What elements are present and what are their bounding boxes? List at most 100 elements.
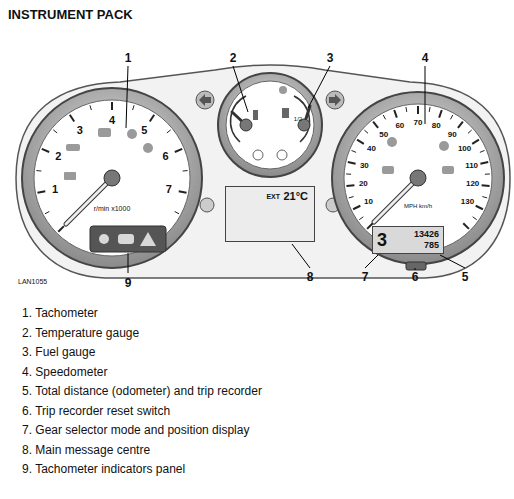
- message-centre: EXT21°C: [225, 186, 315, 242]
- legend-item: 9. Tachometer indicators panel: [22, 463, 185, 475]
- trip-reset-switch: [406, 262, 426, 270]
- legend-item: 6. Trip recorder reset switch: [22, 405, 170, 417]
- tick-mark: [485, 173, 490, 174]
- speedometer-dial: 102030405060708090100110120130MPH km/h31…: [332, 92, 504, 264]
- tick-mark: [480, 150, 485, 152]
- scale-number: 110: [465, 162, 478, 170]
- needle-hub: [410, 170, 426, 186]
- tick-mark: [179, 191, 187, 193]
- scale-number: 90: [448, 131, 457, 139]
- scale-number: 30: [360, 162, 369, 170]
- warning-icon: [279, 86, 287, 94]
- scale-number: 80: [432, 122, 441, 130]
- scale-number: 7: [166, 184, 172, 195]
- tick-mark: [36, 170, 41, 171]
- callout-number: 6: [412, 271, 419, 283]
- unit-label: MPH km/h: [404, 203, 432, 209]
- scale-number: 4: [109, 115, 115, 126]
- arrow-symbol: [329, 94, 341, 106]
- tachometer-dial: 1234567r/min x1000: [22, 88, 202, 268]
- temperature-symbol: [253, 110, 258, 120]
- leader-lines: [126, 66, 465, 273]
- turn-indicator: [326, 91, 344, 109]
- tick-mark: [417, 106, 419, 114]
- legend-item: 1. Tachometer: [22, 307, 98, 319]
- tick-mark: [175, 211, 179, 213]
- scale-number: 3: [77, 124, 83, 135]
- needle-hub: [104, 170, 120, 186]
- tick-mark: [480, 162, 488, 164]
- tick-mark: [167, 130, 171, 133]
- centre-gauge-dial: 1/2: [218, 73, 322, 177]
- callout-number: 5: [462, 271, 469, 283]
- callout-number: 4: [422, 52, 429, 64]
- scale-number: 2: [55, 150, 61, 161]
- callout-number: 3: [327, 52, 334, 64]
- tick-mark: [482, 197, 487, 198]
- tick-mark: [476, 206, 483, 209]
- fuel-scale: [294, 96, 309, 142]
- control-button: [200, 198, 214, 212]
- scale-number: 10: [364, 198, 373, 206]
- instrument-housing: [16, 65, 510, 278]
- tick-mark: [58, 226, 64, 232]
- scale-number: 70: [414, 119, 423, 127]
- scale-number: 40: [367, 145, 376, 153]
- tick-mark: [150, 115, 154, 122]
- tick-mark: [458, 122, 463, 128]
- turn-indicator: [196, 91, 214, 109]
- tick-mark: [349, 197, 354, 198]
- speedometer-needle: [374, 178, 418, 222]
- figure-code: LAN1055: [18, 278, 47, 285]
- legend-item: 5. Total distance (odometer) and trip re…: [22, 385, 262, 397]
- scale-number: 120: [466, 180, 479, 188]
- tick-mark: [394, 110, 397, 118]
- callout-number: 1: [125, 52, 132, 64]
- centre-gauge-face: [226, 81, 314, 169]
- display-text: EXT: [266, 193, 280, 200]
- scale-number: 5: [141, 124, 147, 135]
- warning-icon: [253, 150, 263, 160]
- display-text: 13426: [414, 230, 439, 239]
- warning-icon: [277, 150, 287, 160]
- centre-gauge-bezel: [218, 73, 322, 177]
- tick-mark: [468, 130, 472, 133]
- speedometer-face: [344, 104, 492, 252]
- needle-hub: [240, 119, 252, 131]
- tick-mark: [351, 150, 356, 152]
- scale-number: 1: [52, 184, 58, 195]
- tick-mark: [183, 170, 188, 171]
- legend-item: 8. Main message centre: [22, 444, 150, 456]
- callout-number: 2: [230, 52, 237, 64]
- legend-item: 4. Speedometer: [22, 366, 107, 378]
- tachometer-needle: [66, 178, 112, 224]
- scale-number: 20: [359, 180, 368, 188]
- scale-number: 50: [379, 131, 388, 139]
- tick-mark: [45, 211, 49, 213]
- tick-mark: [37, 191, 45, 193]
- title: INSTRUMENT PACK: [8, 8, 133, 21]
- callout-number: 7: [362, 271, 369, 283]
- tick-mark: [472, 140, 479, 144]
- tachometer-needle: [66, 178, 112, 224]
- tick-mark: [346, 184, 354, 187]
- legend-item: 7. Gear selector mode and position displ…: [22, 424, 249, 436]
- tachometer-indicators-panel: [90, 226, 166, 252]
- indicator-icons: [99, 232, 156, 246]
- tick-mark: [359, 217, 363, 220]
- tick-mark: [111, 102, 113, 110]
- tick-mark: [383, 115, 385, 119]
- speedometer-bezel: [332, 92, 504, 264]
- tick-mark: [364, 130, 368, 133]
- display-text: 785: [424, 241, 439, 250]
- scale-number: 100: [458, 145, 471, 153]
- tick-mark: [450, 115, 452, 119]
- odometer-display: 3 13426 785: [372, 226, 444, 254]
- callout-number: 9: [125, 277, 132, 289]
- tick-mark: [53, 130, 57, 133]
- scale-number: 6: [163, 150, 169, 161]
- tick-mark: [473, 217, 477, 220]
- display-text: 3: [377, 231, 387, 249]
- fuel-symbol: [282, 108, 289, 118]
